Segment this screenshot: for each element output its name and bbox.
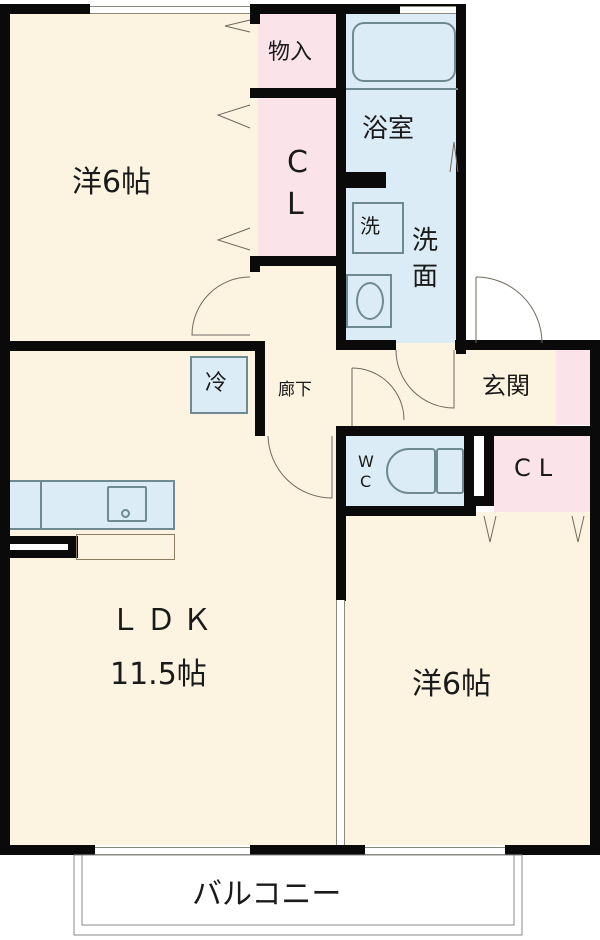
wall [250,4,465,14]
toilet-label-w: W [358,452,374,471]
drain [121,509,130,518]
washer-space-label: 洗 [360,214,380,238]
window-top-left [90,6,250,14]
ldk-label-line1: ＬＤＫ [110,603,218,638]
wall [484,426,494,506]
entrance-label: 玄関 [482,372,530,400]
basin-bowl [356,282,384,320]
wall [336,340,396,350]
wall [336,506,476,516]
fridge-label: 冷 [205,371,228,396]
wall [0,4,10,854]
toilet-bowl [386,448,436,494]
western-room-bottom-label: 洋6帖 [412,667,492,702]
wall [250,256,345,266]
sliding-partition [336,600,345,845]
entrance-shoe-closet [556,345,590,425]
wall [472,496,494,506]
kitchen-counter [10,480,175,530]
bathtub-edge [346,88,458,90]
fridge-space [190,356,248,414]
hall-lower [346,343,464,427]
western-room-top [8,12,258,350]
western-room-bottom [342,512,590,845]
entrance [464,343,556,427]
washroom-label-line1: 洗 [412,226,439,256]
storage-closet [258,12,338,90]
washroom-label-line2: 面 [412,262,439,292]
wall [250,256,260,272]
wall [464,426,474,511]
ldk [8,350,342,845]
closet-top-label-c: C [287,145,308,180]
counter-divider [40,480,42,528]
wall [590,340,600,855]
closet-bottom-label: CL [514,454,561,482]
sink [107,486,147,522]
wall [255,341,265,436]
wall [0,4,90,14]
toilet-tank [436,448,464,494]
ldk-label-line2: 11.5帖 [110,657,207,692]
wall [455,340,600,350]
bathtub [352,22,456,82]
storage-label: 物入 [268,40,313,65]
closet-bottom [494,432,590,512]
wall [336,172,386,188]
wash-basin [346,274,392,328]
hallway-label: 廊下 [278,380,312,400]
balcony-label: バルコニー [192,877,342,912]
counter-shelf [76,534,175,560]
wall [250,88,345,98]
bathroom [346,12,464,177]
closet-top-label-l: L [287,187,304,222]
wall [456,4,466,354]
wall [0,845,95,855]
bathroom-label: 浴室 [362,114,415,144]
wall [505,845,600,855]
toilet-label-c: C [360,472,372,491]
closet-top [258,98,338,258]
window-bathroom [400,6,456,14]
wall [0,341,265,351]
wall [250,845,365,855]
wall [250,4,260,24]
western-room-top-label: 洋6帖 [72,165,152,200]
washer-space [352,202,404,254]
wall-niche [10,544,68,550]
